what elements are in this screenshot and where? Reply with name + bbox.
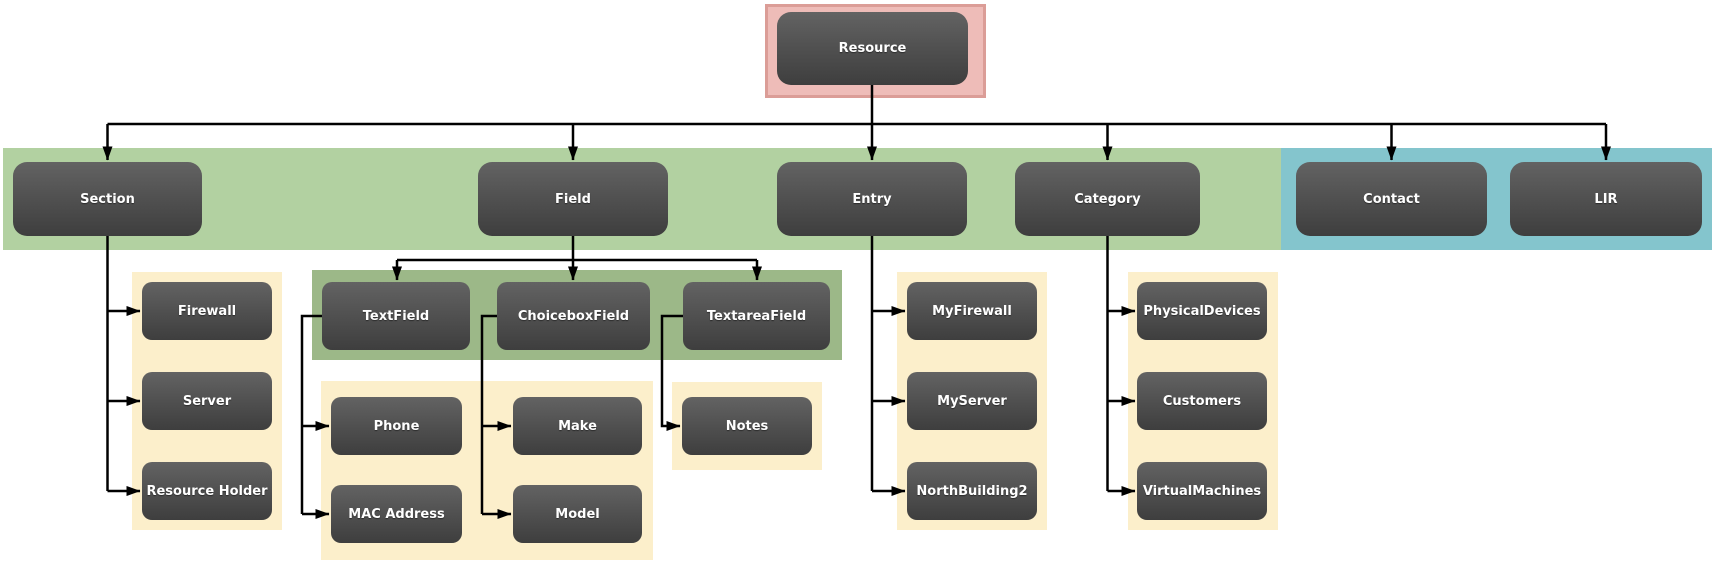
- node-physicaldevices[interactable]: PhysicalDevices: [1137, 282, 1267, 340]
- node-customers[interactable]: Customers: [1137, 372, 1267, 430]
- node-make[interactable]: Make: [513, 397, 642, 455]
- edges-textfield-children: [300, 314, 330, 519]
- node-entry[interactable]: Entry: [777, 162, 967, 236]
- node-myserver[interactable]: MyServer: [907, 372, 1037, 430]
- node-server[interactable]: Server: [142, 372, 272, 430]
- edges-field-children: [392, 236, 762, 281]
- node-notes[interactable]: Notes: [682, 397, 812, 455]
- edges-choiceboxfield-children: [480, 314, 512, 519]
- node-section[interactable]: Section: [13, 162, 202, 236]
- node-mac-address[interactable]: MAC Address: [331, 485, 462, 543]
- node-phone[interactable]: Phone: [331, 397, 462, 455]
- edges-resource-children: [102, 85, 1611, 161]
- node-category[interactable]: Category: [1015, 162, 1200, 236]
- edges-entry-children: [870, 236, 906, 496]
- node-model[interactable]: Model: [513, 485, 642, 543]
- node-field[interactable]: Field: [478, 162, 668, 236]
- node-choiceboxfield[interactable]: ChoiceboxField: [497, 282, 650, 350]
- node-textfield[interactable]: TextField: [322, 282, 470, 350]
- node-myfirewall[interactable]: MyFirewall: [907, 282, 1037, 340]
- edges-category-children: [1106, 236, 1136, 496]
- node-resource-holder[interactable]: Resource Holder: [142, 462, 272, 520]
- node-resource[interactable]: Resource: [777, 12, 968, 85]
- node-northbuilding2[interactable]: NorthBuilding2: [907, 462, 1037, 520]
- node-virtualmachines[interactable]: VirtualMachines: [1137, 462, 1267, 520]
- node-lir[interactable]: LIR: [1510, 162, 1702, 236]
- edges-textareafield-children: [660, 314, 683, 431]
- node-textareafield[interactable]: TextareaField: [683, 282, 830, 350]
- node-contact[interactable]: Contact: [1296, 162, 1487, 236]
- edges-section-children: [106, 236, 141, 496]
- node-firewall[interactable]: Firewall: [142, 282, 272, 340]
